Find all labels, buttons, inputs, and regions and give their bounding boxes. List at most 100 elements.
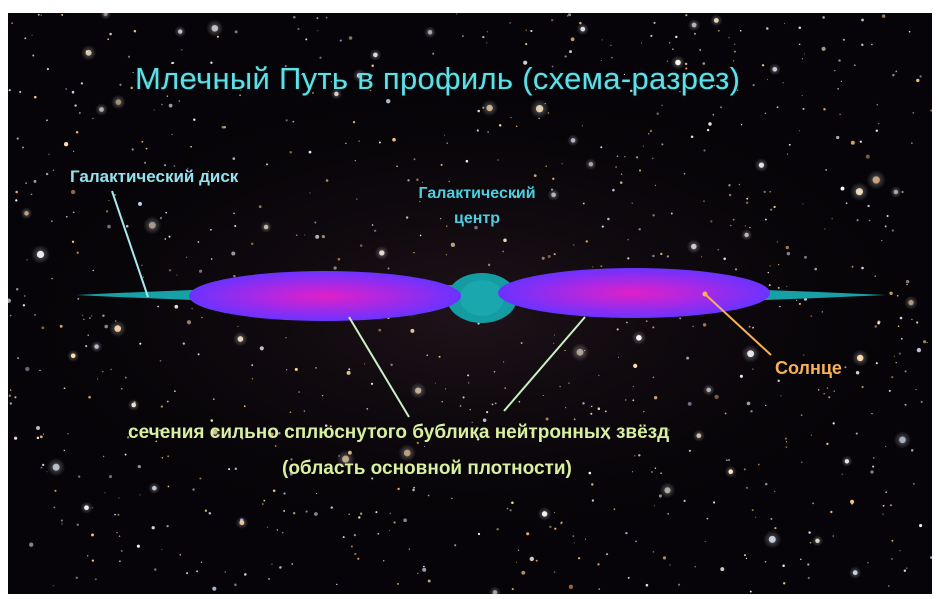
- star: [190, 145, 192, 148]
- star: [739, 374, 743, 378]
- star: [352, 120, 356, 124]
- star: [419, 73, 423, 76]
- star: [159, 216, 163, 220]
- star: [509, 509, 512, 512]
- star: [33, 179, 37, 183]
- star: [102, 314, 105, 317]
- star: [504, 387, 507, 389]
- star: [412, 488, 415, 492]
- star-glow: [631, 330, 647, 346]
- star: [174, 304, 179, 309]
- star: [445, 254, 447, 256]
- star: [491, 403, 494, 406]
- star: [167, 455, 170, 458]
- star: [752, 84, 755, 87]
- star: [61, 13, 64, 16]
- star: [764, 482, 768, 486]
- star-glow: [148, 482, 161, 495]
- star: [773, 205, 776, 209]
- star: [769, 190, 772, 193]
- star: [59, 324, 63, 328]
- star: [240, 89, 242, 91]
- star: [309, 192, 311, 194]
- star: [166, 400, 169, 403]
- star: [316, 17, 319, 20]
- star: [39, 435, 43, 439]
- star: [353, 533, 357, 537]
- star-glow: [398, 444, 416, 462]
- star: [514, 195, 517, 198]
- star: [94, 578, 97, 581]
- star: [732, 60, 735, 62]
- star: [224, 571, 227, 573]
- star: [821, 46, 826, 51]
- star: [884, 225, 887, 228]
- star-glow: [352, 68, 367, 83]
- star-glow: [904, 295, 918, 310]
- star: [545, 165, 548, 168]
- star: [591, 499, 595, 502]
- star: [427, 494, 430, 497]
- star: [553, 253, 556, 256]
- star: [891, 558, 893, 560]
- star: [685, 14, 688, 17]
- star: [516, 561, 518, 563]
- star: [497, 159, 499, 161]
- star: [241, 437, 244, 440]
- star: [109, 32, 112, 36]
- star: [342, 536, 345, 539]
- star: [764, 560, 767, 563]
- star: [875, 362, 878, 365]
- star: [777, 263, 780, 266]
- star: [687, 402, 692, 406]
- star: [208, 512, 212, 515]
- star: [765, 404, 767, 407]
- star: [345, 142, 347, 145]
- star-glow: [369, 48, 382, 61]
- star-glow: [740, 229, 753, 241]
- star: [363, 363, 366, 365]
- star: [525, 29, 528, 31]
- star: [157, 305, 159, 308]
- star: [530, 29, 533, 33]
- star: [752, 368, 754, 370]
- star: [767, 271, 769, 274]
- star: [426, 354, 429, 357]
- star: [368, 427, 371, 430]
- star-glow: [481, 99, 498, 117]
- star: [474, 429, 477, 432]
- star: [119, 560, 121, 562]
- star: [305, 38, 308, 41]
- star: [456, 13, 458, 15]
- star: [239, 518, 244, 522]
- star: [535, 559, 538, 562]
- star: [487, 263, 491, 267]
- star: [250, 242, 254, 246]
- star-glow: [659, 482, 676, 499]
- star: [801, 461, 803, 463]
- star: [15, 190, 18, 194]
- star-glow: [374, 245, 389, 260]
- star: [588, 471, 592, 475]
- star: [85, 345, 88, 348]
- star-glow: [208, 425, 222, 439]
- star: [34, 95, 37, 99]
- star: [748, 325, 751, 328]
- star: [153, 109, 155, 111]
- star: [919, 75, 922, 78]
- star: [607, 217, 610, 221]
- star: [912, 112, 915, 114]
- star: [159, 359, 162, 362]
- star: [378, 328, 382, 332]
- star: [348, 36, 353, 40]
- star: [53, 506, 56, 509]
- star: [210, 258, 213, 260]
- star: [708, 122, 712, 126]
- star: [624, 399, 627, 401]
- star: [274, 445, 277, 447]
- star: [899, 316, 903, 320]
- star: [631, 471, 634, 473]
- star: [413, 158, 416, 161]
- star: [476, 129, 479, 132]
- star: [377, 532, 380, 535]
